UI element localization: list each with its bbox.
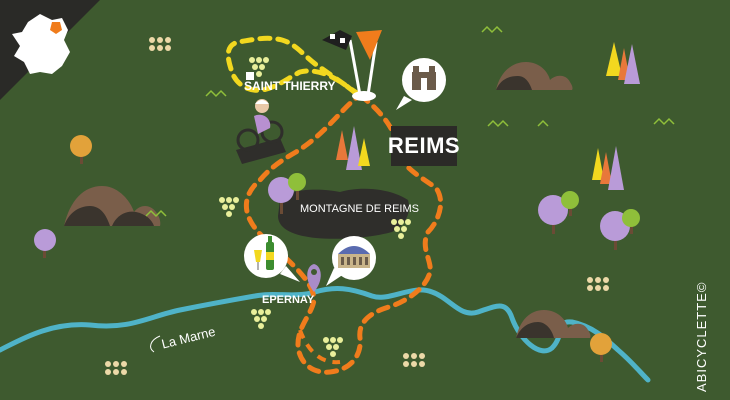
hill-left — [64, 186, 161, 226]
grape-cluster-2 — [587, 277, 609, 291]
opera-house-icon — [326, 236, 376, 286]
hill-bottom-right — [516, 310, 591, 338]
montagne-label: MONTAGNE DE REIMS — [300, 203, 419, 215]
grass-marks — [145, 25, 675, 218]
tree-round-1 — [70, 135, 92, 164]
finish-flag-icon — [322, 30, 382, 101]
route-orange — [243, 91, 443, 375]
conifer-cluster-2 — [606, 42, 640, 84]
cathedral-icon — [396, 58, 446, 110]
saint-thierry-label: SAINT THIERRY — [244, 79, 336, 93]
france-inset-icon — [0, 0, 100, 100]
grape-bunch-2 — [391, 219, 411, 239]
credit-label: ABICYCLETTE© — [694, 281, 709, 392]
tree-round-6 — [561, 191, 579, 216]
cyclist-icon — [236, 99, 286, 164]
montagne-de-reims-mountain — [278, 188, 410, 239]
hill-top-right — [496, 62, 573, 90]
tree-round-3 — [268, 177, 294, 214]
tree-round-8 — [622, 209, 640, 234]
conifer-cluster-1 — [336, 126, 370, 170]
conifer-cluster-3 — [592, 146, 624, 190]
reims-label: REIMS — [388, 126, 460, 166]
river-pointer — [150, 335, 161, 353]
tree-round-9 — [590, 333, 612, 362]
grape-cluster-4 — [105, 361, 127, 375]
grape-cluster-1 — [149, 37, 171, 51]
tree-round-5 — [538, 195, 568, 234]
location-pin-icon — [307, 264, 321, 292]
grape-bunch-5 — [249, 57, 269, 77]
route-yellow — [225, 35, 363, 98]
grape-bunch-4 — [323, 337, 343, 357]
river-la-marne — [0, 286, 651, 383]
grape-bunch-3 — [251, 309, 271, 329]
champagne-icon — [244, 234, 300, 282]
grape-cluster-3 — [403, 353, 425, 367]
tree-round-2 — [34, 229, 56, 258]
tree-round-4 — [288, 173, 306, 200]
grape-bunch-1 — [219, 197, 239, 217]
epernay-label: EPERNAY — [262, 294, 315, 306]
saint-thierry-marker — [246, 72, 254, 80]
